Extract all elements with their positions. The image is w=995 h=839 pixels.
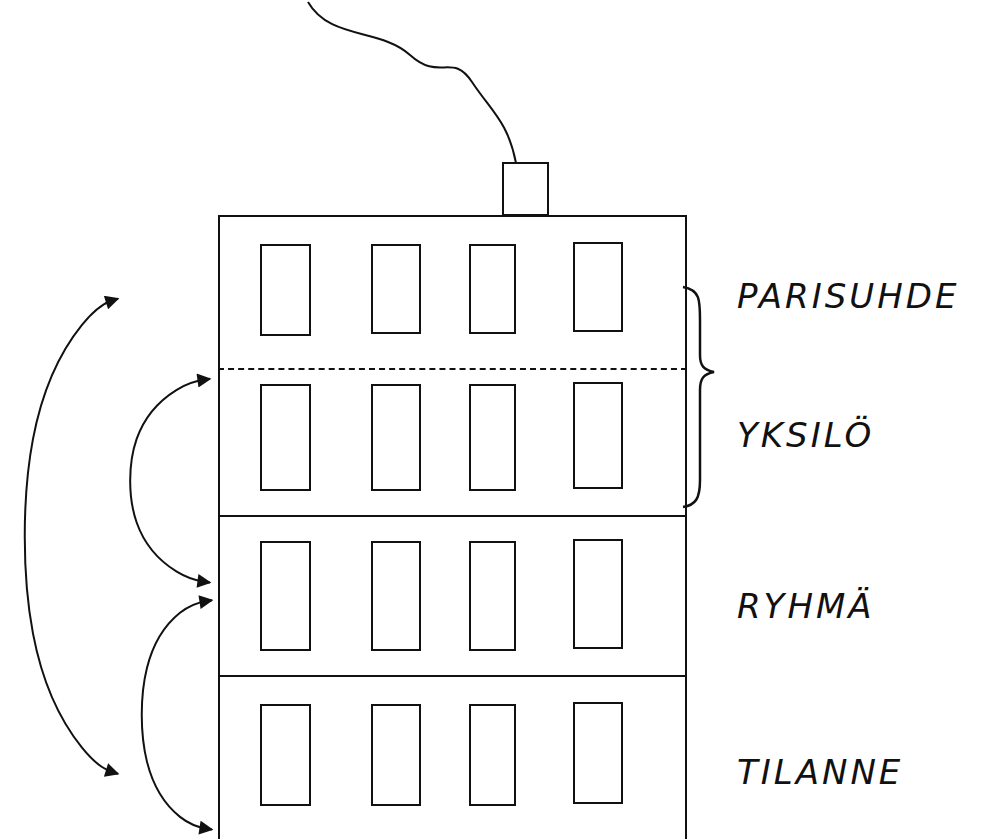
- window: [261, 385, 310, 490]
- floor-label: RYHMÄ: [737, 589, 875, 623]
- double-arrow: [142, 600, 212, 829]
- floor-band: TILANNE: [218, 677, 687, 839]
- window: [372, 245, 420, 333]
- floor-band: PARISUHDE: [218, 215, 687, 370]
- floor-band: YKSILÖ: [218, 370, 687, 517]
- window: [574, 243, 622, 331]
- window: [574, 703, 622, 803]
- floor-label: YKSILÖ: [737, 418, 874, 452]
- window: [470, 542, 515, 650]
- floor-label: TILANNE: [737, 755, 903, 789]
- window: [574, 540, 622, 648]
- window: [574, 383, 622, 488]
- floor-band: RYHMÄ: [218, 517, 687, 677]
- window: [261, 245, 310, 335]
- window: [470, 245, 515, 333]
- grouping-brace: [683, 287, 714, 507]
- window: [372, 385, 420, 490]
- double-arrow: [25, 299, 118, 774]
- window: [470, 705, 515, 805]
- chimney: [503, 163, 548, 215]
- window: [372, 542, 420, 650]
- window: [470, 385, 515, 490]
- smoke-line: [308, 2, 516, 163]
- window: [372, 705, 420, 805]
- double-arrow: [130, 379, 210, 583]
- floor-label: PARISUHDE: [737, 279, 959, 313]
- window: [261, 542, 310, 650]
- window-group: [261, 243, 622, 805]
- window: [261, 705, 310, 805]
